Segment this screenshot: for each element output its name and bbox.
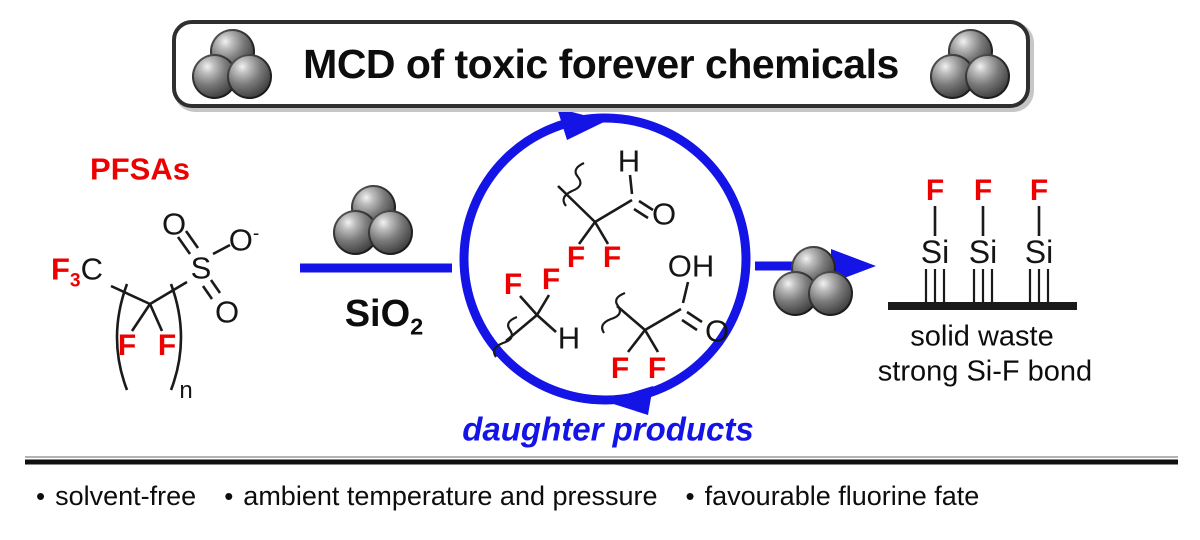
- pfsas-label: PFSAs: [90, 151, 190, 187]
- aldehyde-o-label: O: [651, 196, 677, 232]
- sphere-icon: [964, 54, 1010, 99]
- footer-item-label: favourable fluorine fate: [704, 481, 980, 511]
- sphere-icon: [368, 210, 413, 255]
- product-si-label: Si: [968, 234, 998, 270]
- sphere-cluster-icon: [333, 185, 413, 255]
- acid-f-label: F: [610, 352, 630, 385]
- aldehyde-f-label: F: [602, 241, 622, 274]
- bullet-icon: •: [224, 481, 234, 511]
- aldehyde-h-label: H: [617, 143, 641, 179]
- atom-f: F: [50, 251, 70, 287]
- daughter-products-caption: daughter products: [462, 410, 754, 448]
- footer-item-label: solvent-free: [55, 481, 197, 511]
- si-f-bond-caption: strong Si-F bond: [877, 355, 1093, 388]
- si-surface-bonds: [888, 206, 1077, 310]
- minus-charge: -: [252, 223, 260, 245]
- product-f-label: F: [925, 174, 945, 207]
- chf2-f-label: F: [503, 268, 523, 301]
- sphere-cluster-icon: [929, 29, 1010, 99]
- cycle-circle: [459, 113, 751, 405]
- product-f-label: F: [973, 174, 993, 207]
- aldehyde-f-label: F: [566, 241, 586, 274]
- product-si-label: Si: [920, 234, 950, 270]
- atom-s-label: S: [190, 250, 212, 286]
- list-item: • favourable fluorine fate: [686, 481, 980, 512]
- atom-f-label: F: [157, 329, 177, 362]
- pfsa-bonds: [110, 230, 231, 391]
- atom-f3c-label: F3C: [51, 253, 103, 290]
- sphere-icon: [227, 54, 272, 99]
- list-item: • solvent-free: [36, 481, 196, 512]
- product-f-label: F: [1029, 174, 1049, 207]
- title-banner: MCD of toxic forever chemicals: [172, 20, 1030, 108]
- aldehyde-bonds: [557, 162, 654, 245]
- list-item: • ambient temperature and pressure: [224, 481, 657, 512]
- sphere-cluster-icon: [192, 29, 272, 99]
- footer-bullet-list: • solvent-free • ambient temperature and…: [36, 481, 979, 512]
- product-si-label: Si: [1024, 234, 1054, 270]
- sphere-cluster-icon: [773, 246, 853, 316]
- acid-f-label: F: [647, 352, 667, 385]
- acid-bonds: [601, 281, 703, 353]
- acid-o-label: O: [704, 313, 730, 349]
- atom-o-top-label: O: [161, 206, 187, 242]
- bullet-icon: •: [36, 481, 46, 511]
- chf2-f-label: F: [541, 263, 561, 296]
- bullet-icon: •: [685, 481, 695, 511]
- sio2-formula: SiO2: [345, 295, 424, 339]
- atom-f-subscript: 3: [69, 270, 81, 292]
- atom-o-bottom-label: O: [214, 294, 240, 330]
- acid-oh-label: OH: [667, 248, 715, 284]
- sio2-base: SiO: [344, 292, 411, 335]
- cycle-bottom-arrowhead-icon: [604, 386, 653, 415]
- atom-o: O: [228, 222, 253, 258]
- chf2-bonds: [493, 294, 557, 358]
- atom-f-label: F: [117, 329, 137, 362]
- atom-o-minus-label: O-: [229, 224, 260, 255]
- page-title: MCD of toxic forever chemicals: [303, 40, 899, 87]
- footer-item-label: ambient temperature and pressure: [243, 481, 658, 511]
- atom-c: C: [80, 251, 104, 287]
- sphere-icon: [808, 271, 853, 316]
- repeat-unit-n-label: n: [179, 377, 193, 404]
- sio2-subscript: 2: [410, 313, 424, 340]
- solid-waste-caption: solid waste: [910, 320, 1054, 353]
- chf2-h-label: H: [557, 320, 581, 356]
- cycle-top-arrowhead-icon: [557, 108, 606, 140]
